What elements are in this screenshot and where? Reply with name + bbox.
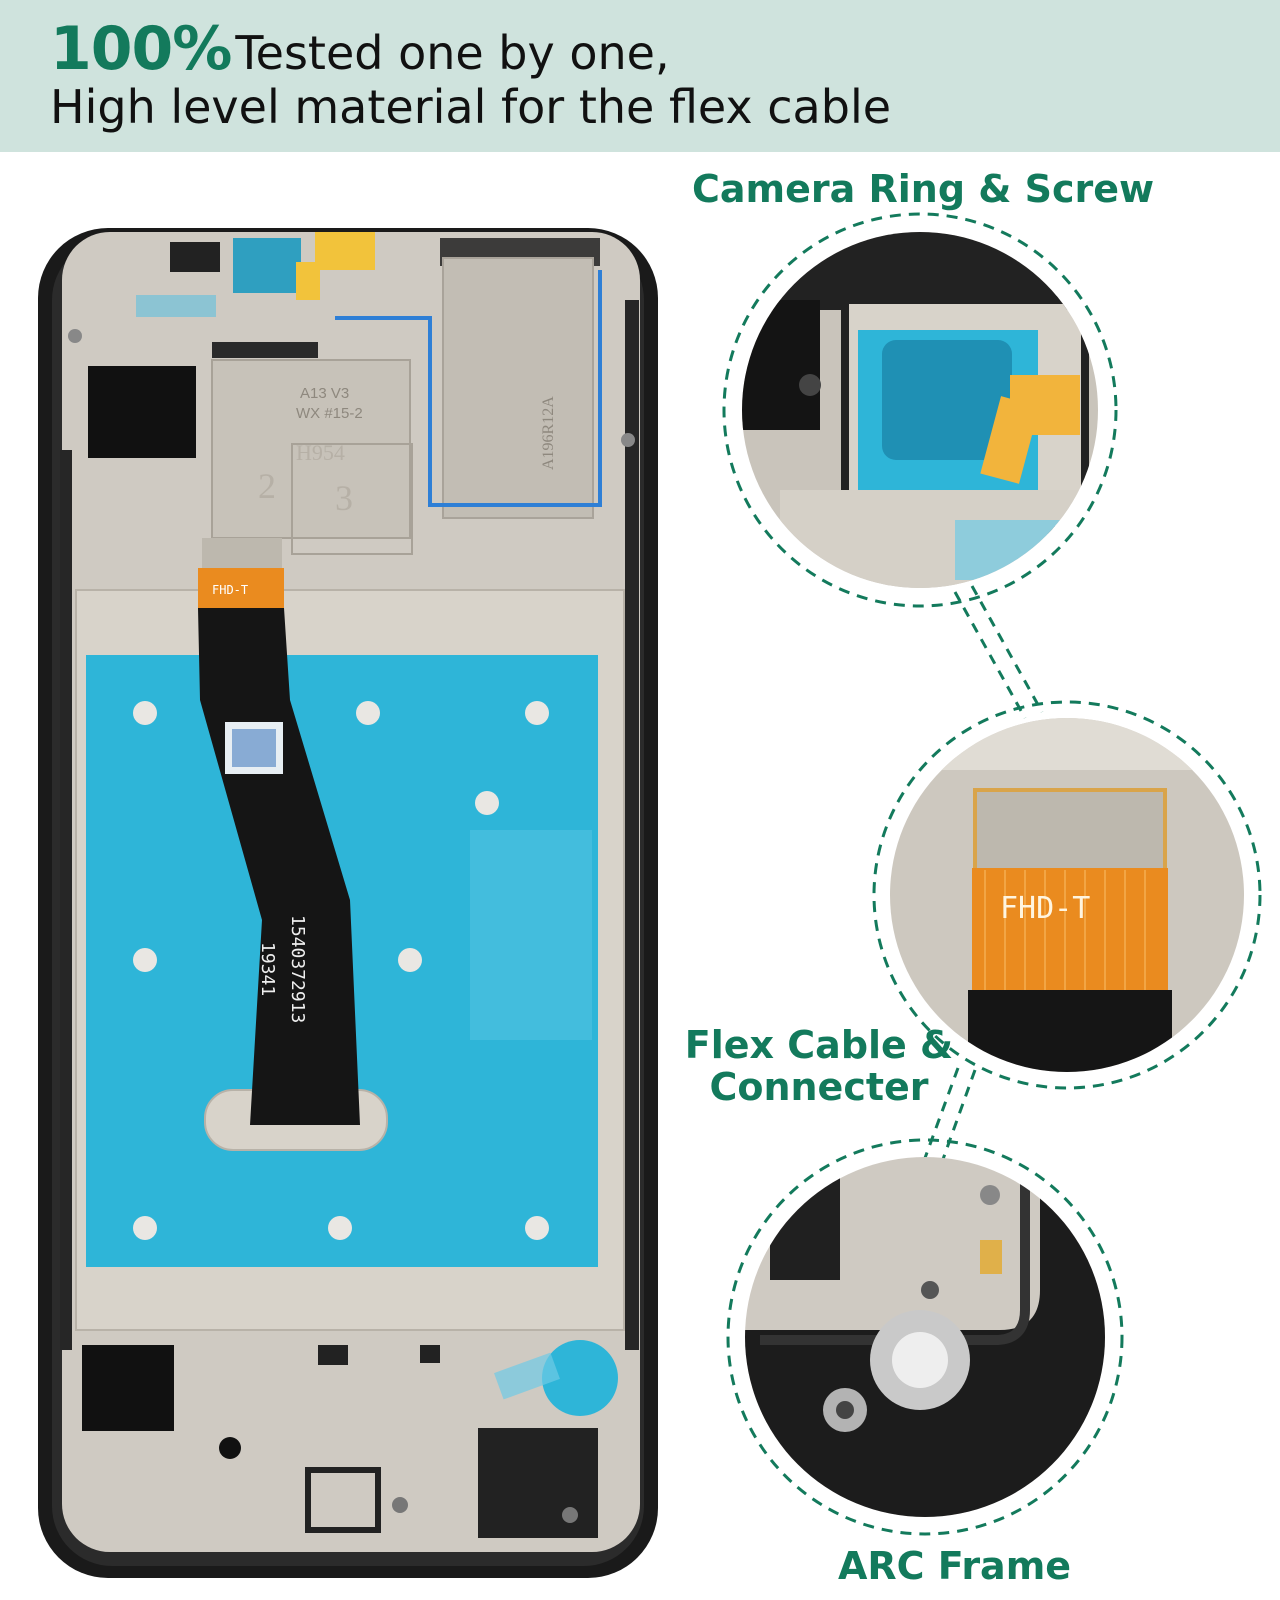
arc-frame-zoom-icon	[726, 1138, 1124, 1536]
flex-zoom-label: FHD-T	[1000, 891, 1090, 926]
camera-ring-zoom-icon	[722, 212, 1118, 608]
headline-text-1: Tested one by one,	[235, 26, 670, 80]
arc-frame-label: ARC Frame	[838, 1544, 1072, 1588]
frame-mark-h954: H954	[296, 440, 345, 465]
frame-mark-a196: A196R12A	[540, 396, 557, 470]
frame-mark-wx: WX #15-2	[296, 405, 363, 422]
flex-cable-label: Flex Cable & Connecter	[684, 1024, 954, 1108]
flex-cable-label-line-1: Flex Cable &	[684, 1023, 954, 1067]
flex-cable-code-1: 1540372913	[287, 915, 308, 1023]
flex-connector-label: FHD-T	[212, 583, 248, 597]
camera-ring-label: Camera Ring & Screw	[692, 167, 1155, 211]
callout-connectors	[923, 585, 1044, 1163]
frame-mark-a13: A13 V3	[300, 385, 349, 402]
flex-cable-label-line-2: Connecter	[709, 1065, 929, 1109]
phone-frame: A13 V3 WX #15-2 H954 2 3 A196R12A FHD-T …	[38, 228, 658, 1578]
top-banner	[0, 0, 1280, 152]
headline-line-2: High level material for the flex cable	[50, 80, 892, 134]
flex-cable-code-2: 19341	[257, 942, 278, 996]
frame-mark-2: 2	[258, 466, 276, 506]
headline-percent: 100%	[50, 14, 232, 84]
headline-line-1: 100% Tested one by one,	[50, 14, 670, 84]
frame-mark-3: 3	[335, 478, 353, 518]
